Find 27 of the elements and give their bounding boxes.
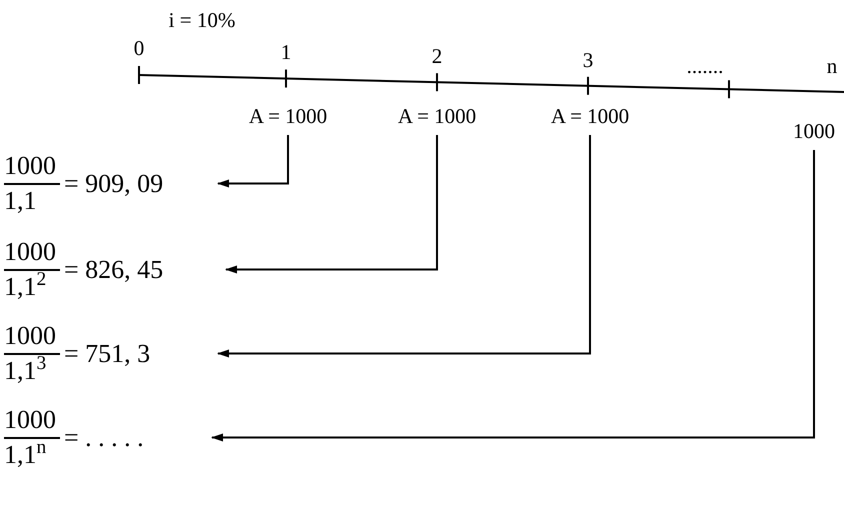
equation-result: = 751, 3: [64, 340, 150, 366]
numerator: 1000: [4, 320, 60, 354]
numerator: 1000: [4, 236, 60, 270]
period-label: 3: [582, 50, 594, 71]
payment-label: 1000: [784, 121, 844, 150]
arrow: [217, 135, 289, 188]
period-label: 0: [132, 38, 146, 59]
period-label: 2: [430, 46, 444, 67]
denominator: 1,1$^{n}$: [4, 438, 46, 470]
denominator: 1,1: [4, 184, 36, 216]
payment-label: A = 1000: [223, 106, 353, 135]
denominator: 1,1$^{3}$: [4, 354, 46, 386]
equation-result: = 909, 09: [64, 170, 164, 196]
period-label: n: [826, 56, 838, 77]
interest-rate-label: i = 10%: [168, 10, 236, 31]
payment-label: A = 1000: [377, 106, 497, 135]
numerator: 1000: [4, 150, 60, 184]
denominator: 1,1$^{2}$: [4, 270, 46, 302]
arrow: [217, 135, 591, 358]
numerator: 1000: [4, 404, 60, 438]
arrow: [225, 135, 438, 274]
equation-result: = . . . . .: [64, 424, 144, 450]
period-label: 1: [280, 42, 292, 63]
arrow: [211, 150, 815, 442]
period-label: .......: [686, 56, 724, 77]
equation-result: = 826, 45: [64, 256, 164, 282]
payment-label: A = 1000: [530, 106, 650, 135]
